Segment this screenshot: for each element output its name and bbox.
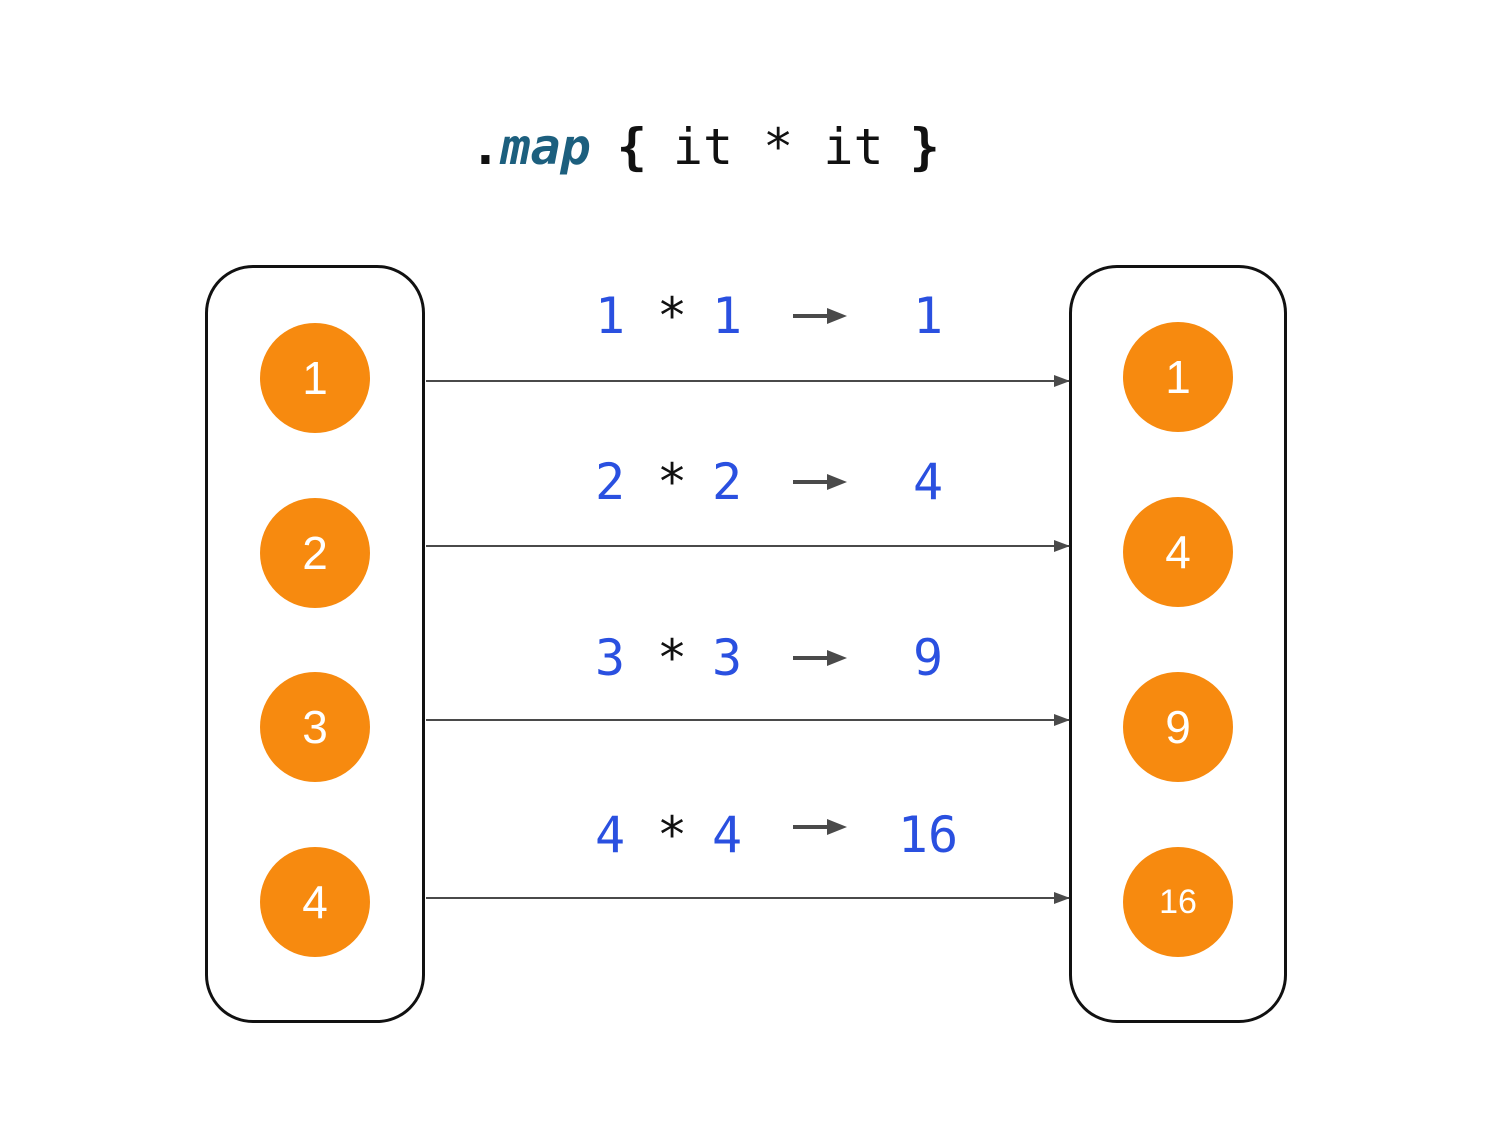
result-value: 9 — [912, 629, 944, 687]
mapping-expression-row-1: 1 * 1 1 — [560, 281, 980, 351]
output-circle-1: 1 — [1123, 322, 1233, 432]
operand: 4 — [711, 806, 743, 864]
result-arrow-icon — [793, 306, 847, 326]
arrowhead-icon — [1054, 374, 1070, 387]
multiply-operator: * — [656, 629, 688, 687]
result-value: 4 — [912, 453, 944, 511]
operand: 1 — [711, 287, 743, 345]
multiply-operator: * — [656, 453, 688, 511]
mapping-expression-row-3: 3 * 3 9 — [560, 623, 980, 693]
result-arrow-icon — [793, 648, 847, 668]
output-value: 4 — [1165, 526, 1191, 578]
result-value: 16 — [897, 806, 959, 864]
result-value: 1 — [912, 287, 944, 345]
multiply-operator: * — [656, 806, 688, 864]
output-value: 9 — [1165, 701, 1191, 753]
arrowhead-icon — [1054, 891, 1070, 904]
arrowhead-icon — [1054, 539, 1070, 552]
open-brace: { — [616, 118, 647, 176]
function-name: map — [500, 118, 591, 176]
lambda-body: it * it — [672, 118, 884, 176]
output-circle-4: 4 — [1123, 497, 1233, 607]
connector-arrow-1 — [426, 374, 1070, 387]
result-arrow-icon — [793, 472, 847, 492]
operand: 2 — [711, 453, 743, 511]
operand: 3 — [711, 629, 743, 687]
mapping-expression-row-2: 2 * 2 4 — [560, 447, 980, 517]
input-value: 4 — [302, 876, 328, 928]
input-circle-2: 2 — [260, 498, 370, 608]
dot-operator: . — [470, 118, 501, 176]
connector-arrow-4 — [426, 891, 1070, 904]
input-circle-4: 4 — [260, 847, 370, 957]
input-value: 3 — [302, 701, 328, 753]
code-expression-title: .map { it * it} — [0, 112, 1410, 182]
output-value: 1 — [1165, 351, 1191, 403]
close-brace: } — [909, 118, 940, 176]
result-arrow-icon — [793, 817, 847, 837]
input-circle-3: 3 — [260, 672, 370, 782]
output-value: 16 — [1159, 882, 1197, 921]
multiply-operator: * — [656, 287, 688, 345]
operand: 3 — [594, 629, 626, 687]
connector-arrow-3 — [426, 713, 1070, 726]
output-circle-16: 16 — [1123, 847, 1233, 957]
input-value: 1 — [302, 352, 328, 404]
input-value: 2 — [302, 527, 328, 579]
connector-arrow-2 — [426, 539, 1070, 552]
output-circle-9: 9 — [1123, 672, 1233, 782]
operand: 1 — [594, 287, 626, 345]
input-circle-1: 1 — [260, 323, 370, 433]
operand: 4 — [594, 806, 626, 864]
mapping-expression-row-4: 4 * 4 16 — [560, 800, 980, 870]
operand: 2 — [594, 453, 626, 511]
arrowhead-icon — [1054, 713, 1070, 726]
